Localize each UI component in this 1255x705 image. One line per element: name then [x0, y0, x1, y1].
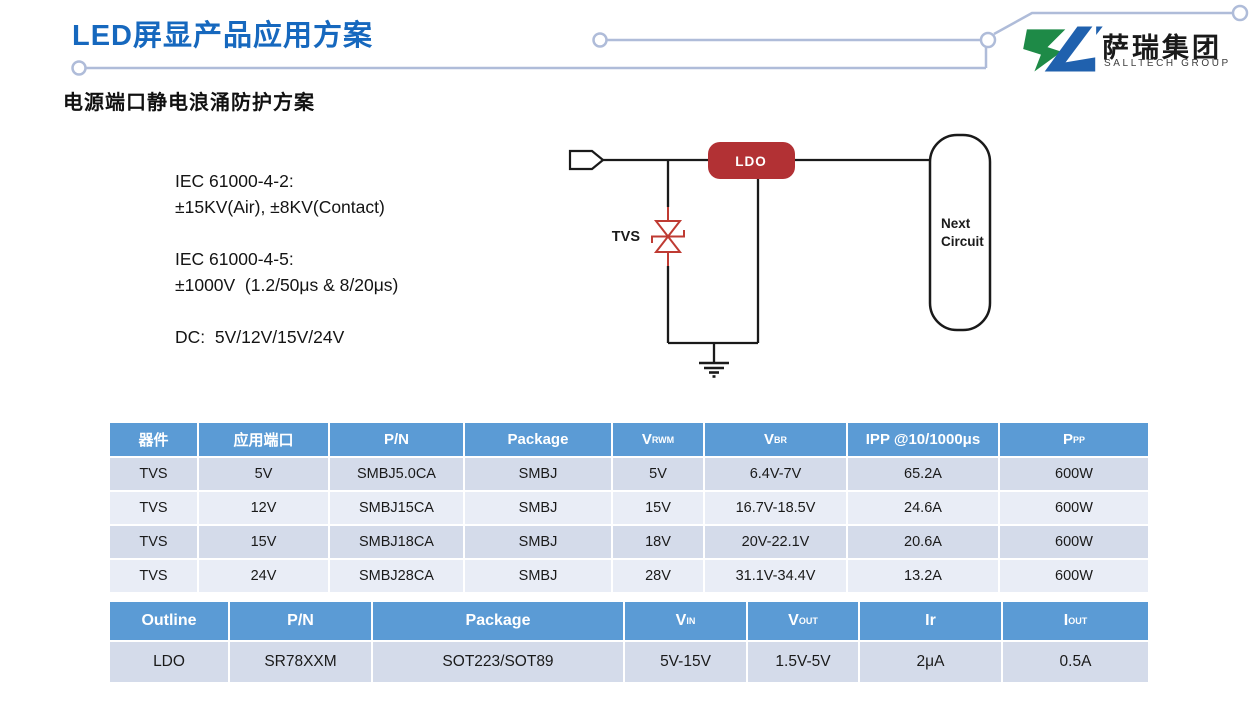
table-cell: SMBJ: [465, 458, 613, 490]
table-cell: 0.5A: [1059, 653, 1092, 670]
table-cell: SMBJ28CA: [330, 560, 465, 592]
table-cell: 31.1V-34.4V: [705, 560, 848, 592]
table-cell: 2μA: [860, 642, 1003, 682]
column-header: Package: [373, 602, 625, 640]
table-cell: TVS: [110, 560, 199, 592]
next-circuit-label-line1: Next: [941, 216, 971, 231]
table-cell: 13.2A: [848, 560, 1000, 592]
table-cell: 12V: [199, 492, 330, 524]
column-header: P/N: [330, 423, 465, 456]
table-cell: 600W: [1055, 534, 1093, 550]
column-header: Ir: [860, 602, 1003, 640]
table-cell: 600W: [1055, 500, 1093, 516]
table-cell: SMBJ15CA: [330, 492, 465, 524]
table-row: TVS 15V SMBJ18CA SMBJ 18V 20V-22.1V 20.6…: [110, 526, 1148, 560]
tvs-label: TVS: [612, 229, 641, 245]
table-cell: 18V: [613, 526, 705, 558]
spec-text-block: IEC 61000-4-2:±15KV(Air), ±8KV(Contact) …: [175, 168, 398, 376]
table-cell: SMBJ5.0CA: [330, 458, 465, 490]
tvs-diode-icon: [651, 207, 685, 266]
table-cell: SR78XXM: [230, 642, 373, 682]
table-cell: 5V: [613, 458, 705, 490]
section-title: 电源端口静电浪涌防护方案: [63, 92, 315, 114]
table-cell: 15V: [613, 492, 705, 524]
circuit-diagram: TVS LDO Next Circuit: [568, 133, 992, 378]
column-header: IPP @10/1000μs: [848, 423, 1000, 456]
table-row: TVS 24V SMBJ28CA SMBJ 28V 31.1V-34.4V 13…: [110, 560, 1148, 594]
column-header: P/N: [230, 602, 373, 640]
page-title: LED屏显产品应用方案: [72, 20, 374, 52]
salltech-logo-icon: [1023, 26, 1103, 72]
dc-spec: DC: 5V/12V/15V/24V: [175, 327, 345, 347]
column-header: Outline: [110, 602, 230, 640]
table-row: TVS 5V SMBJ5.0CA SMBJ 5V 6.4V-7V 65.2A 6…: [110, 458, 1148, 492]
table-cell: 600W: [1055, 568, 1093, 584]
table-cell: 5V: [199, 458, 330, 490]
table-cell: 20V-22.1V: [705, 526, 848, 558]
table-cell: 20.6A: [848, 526, 1000, 558]
table-cell: TVS: [110, 458, 199, 490]
ldo-block: [708, 142, 795, 179]
table-cell: 24.6A: [848, 492, 1000, 524]
company-name-cn: 萨瑞集团: [1102, 33, 1222, 63]
table-cell: SMBJ: [465, 492, 613, 524]
table-cell: 24V: [199, 560, 330, 592]
esd-spec: IEC 61000-4-2:±15KV(Air), ±8KV(Contact): [175, 171, 385, 217]
table-cell: SMBJ: [465, 560, 613, 592]
table-cell: 600W: [1055, 466, 1093, 482]
table-cell: 5V-15V: [625, 642, 748, 682]
table-cell: 6.4V-7V: [705, 458, 848, 490]
table-cell: TVS: [110, 526, 199, 558]
ldo-label: LDO: [735, 154, 767, 169]
table-cell: 28V: [613, 560, 705, 592]
table-cell: 65.2A: [848, 458, 1000, 490]
table-row: LDO SR78XXM SOT223/SOT89 5V-15V 1.5V-5V …: [110, 642, 1148, 684]
column-header: Package: [465, 423, 613, 456]
surge-spec: IEC 61000-4-5:±1000V (1.2/50μs & 8/20μs): [175, 249, 399, 295]
table-cell: 1.5V-5V: [748, 642, 860, 682]
column-header: 器件: [110, 423, 199, 456]
column-header: 应用端口: [199, 423, 330, 456]
next-circuit-block: [928, 133, 992, 332]
ground-symbol-icon: [699, 361, 729, 378]
table-cell: TVS: [110, 492, 199, 524]
table-cell: SMBJ: [465, 526, 613, 558]
table-cell: LDO: [110, 642, 230, 682]
table-cell: SMBJ18CA: [330, 526, 465, 558]
power-input-connector-icon: [568, 149, 605, 171]
company-name-en: SALLTECH GROUP: [1104, 58, 1231, 69]
table-row: TVS 12V SMBJ15CA SMBJ 15V 16.7V-18.5V 24…: [110, 492, 1148, 526]
company-logo: 萨瑞集团 SALLTECH GROUP: [1016, 18, 1244, 80]
table-cell: SOT223/SOT89: [373, 642, 625, 682]
table-cell: 15V: [199, 526, 330, 558]
table-cell: 16.7V-18.5V: [705, 492, 848, 524]
next-circuit-label-line2: Circuit: [941, 234, 984, 249]
